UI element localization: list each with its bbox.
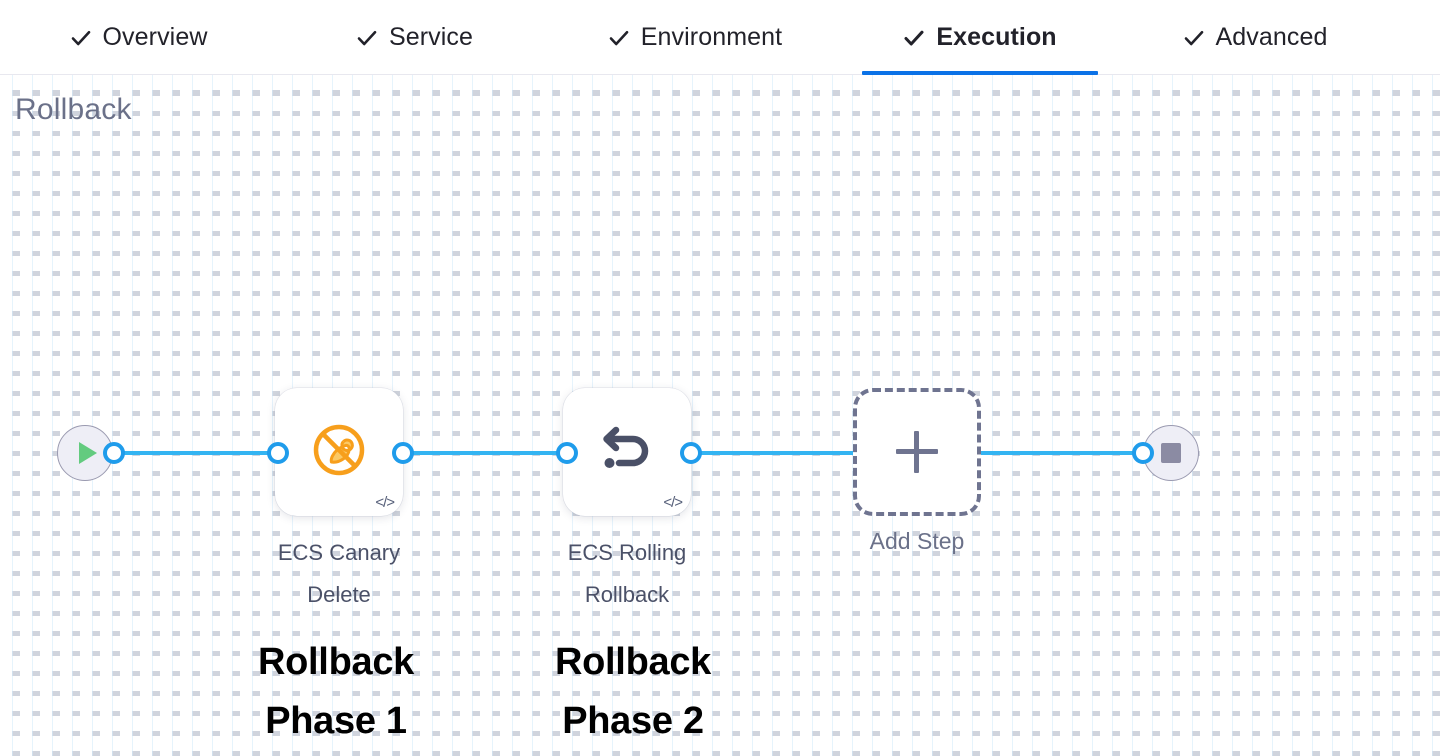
wizard-tab-bar: Overview Service Environment Execution A… (0, 0, 1440, 75)
tab-label: Execution (936, 22, 1057, 51)
pipeline-canvas[interactable]: Rollback </> ECS Can (0, 75, 1440, 756)
port-step2-in[interactable] (556, 442, 578, 464)
step-card[interactable]: </> (563, 388, 691, 516)
step-label-line2: Delete (307, 581, 371, 607)
tab-label: Service (388, 22, 474, 51)
add-step-button[interactable] (853, 388, 981, 516)
annotation-rollback-phase-1: Rollback Phase 1 (176, 633, 496, 751)
port-step1-in[interactable] (267, 442, 289, 464)
port-step1-out[interactable] (392, 442, 414, 464)
step-card[interactable]: </> (275, 388, 403, 516)
check-icon (1183, 27, 1205, 49)
tab-label: Overview (102, 22, 208, 51)
step-label-line1: ECS Canary (277, 540, 401, 565)
code-icon[interactable]: </> (375, 494, 395, 511)
tab-label: Environment (640, 22, 783, 51)
port-end-in[interactable] (1132, 442, 1154, 464)
port-start-out[interactable] (103, 442, 125, 464)
annotation-line1: Rollback (258, 641, 414, 683)
tab-overview[interactable]: Overview (36, 0, 241, 75)
edge-step2-to-add-step (686, 451, 918, 455)
annotation-line1: Rollback (555, 641, 711, 683)
edge-step1-to-step2 (398, 451, 570, 455)
check-icon (608, 27, 630, 49)
step-label: ECS Canary Delete (244, 532, 434, 616)
check-icon (903, 27, 925, 49)
plus-icon (896, 431, 938, 473)
edge-start-to-step1 (110, 451, 282, 455)
step-ecs-rolling-rollback[interactable]: </> ECS Rolling Rollback (563, 388, 722, 616)
port-step2-out[interactable] (680, 442, 702, 464)
step-label-line1: ECS Rolling (567, 540, 687, 565)
edge-add-step-to-end (974, 451, 1146, 455)
tab-active-underline (862, 70, 1098, 75)
annotation-line2: Phase 1 (265, 699, 407, 742)
annotation-line2: Phase 2 (562, 699, 704, 742)
add-step[interactable]: Add Step (853, 388, 981, 555)
stop-icon (1161, 443, 1181, 463)
step-ecs-canary-delete[interactable]: </> ECS Canary Delete (275, 388, 434, 616)
flow-graph: </> ECS Canary Delete </> ECS R (0, 75, 1440, 756)
code-icon[interactable]: </> (663, 494, 683, 511)
step-label-line2: Rollback (584, 581, 670, 607)
tab-execution[interactable]: Execution (860, 0, 1100, 75)
tab-advanced[interactable]: Advanced (1145, 0, 1365, 75)
tab-label: Advanced (1215, 22, 1328, 51)
annotation-rollback-phase-2: Rollback Phase 2 (473, 633, 793, 751)
ecs-canary-delete-icon (310, 421, 368, 484)
step-label: ECS Rolling Rollback (532, 532, 722, 616)
rollback-arrow-icon (597, 422, 657, 483)
stage-title: Rollback (15, 93, 132, 126)
check-icon (356, 27, 378, 49)
add-step-label: Add Step (869, 528, 965, 554)
check-icon (70, 27, 92, 49)
tab-environment[interactable]: Environment (580, 0, 810, 75)
tab-service[interactable]: Service (322, 0, 507, 75)
play-icon (78, 442, 97, 464)
